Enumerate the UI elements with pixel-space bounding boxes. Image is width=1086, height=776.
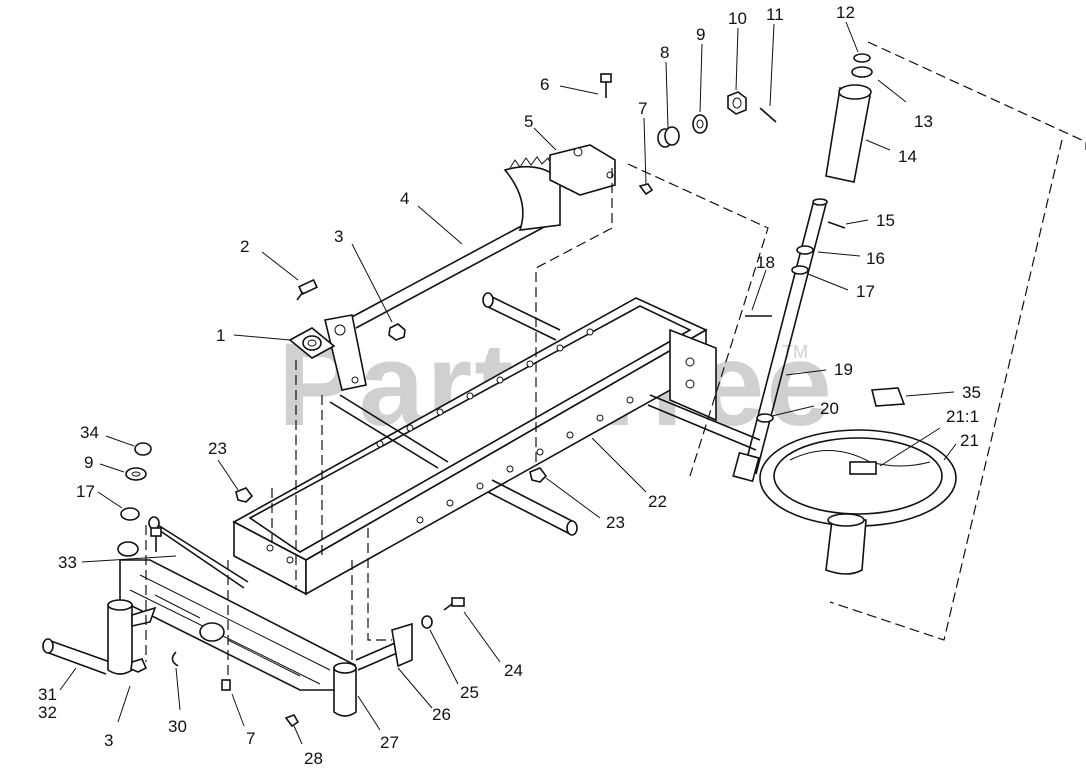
callout-11[interactable]: 11 [766,5,784,24]
washer-9-upper[interactable] [692,114,708,134]
leader-lines [59,21,957,745]
callout-25[interactable]: 25 [460,683,479,702]
steering-wheel[interactable] [759,429,957,575]
callout-15[interactable]: 15 [876,211,895,230]
nut-28[interactable] [284,714,300,728]
callout-13[interactable]: 13 [914,112,933,131]
retainer-30[interactable] [171,651,179,667]
callout-19[interactable]: 19 [834,360,853,379]
flange-bearing[interactable] [288,327,336,359]
callout-7-upper[interactable]: 7 [638,99,647,118]
callout-30[interactable]: 30 [168,717,187,736]
main-frame[interactable] [232,292,761,596]
steering-shaft[interactable] [324,215,547,391]
spindle-27[interactable] [333,662,357,717]
steering-column-19[interactable] [732,198,828,483]
callout-22[interactable]: 22 [648,492,667,511]
nut-3-lower[interactable] [130,658,148,673]
spindle-31[interactable] [42,599,157,675]
nut-23-center[interactable] [529,467,548,483]
screw-7-upper[interactable] [638,183,654,196]
bolt-6[interactable] [600,73,612,98]
callout-31[interactable]: 31 [38,685,57,704]
washer-17-upper[interactable] [791,265,809,275]
callout-23-center[interactable]: 23 [606,513,625,532]
tie-rod-33[interactable] [148,516,249,589]
callout-9-upper[interactable]: 9 [696,25,705,44]
callout-20[interactable]: 20 [820,399,839,418]
callout-21[interactable]: 21 [960,431,979,450]
washer-13[interactable] [851,66,873,78]
bolt-lower-grease[interactable] [150,527,162,552]
callout-12[interactable]: 12 [836,3,855,22]
callout-10[interactable]: 10 [728,9,747,28]
castle-nut-10[interactable] [727,91,747,115]
callout-35[interactable]: 35 [962,383,981,402]
decal-35[interactable] [870,387,906,407]
callout-26[interactable]: 26 [432,705,451,724]
callout-7-lower[interactable]: 7 [246,729,255,748]
washer-34[interactable] [134,442,152,456]
screw-24[interactable] [443,597,465,611]
washer-17-lower[interactable] [120,507,140,521]
callout-17-upper[interactable]: 17 [856,282,875,301]
sector-gear[interactable] [503,144,616,231]
callout-14[interactable]: 14 [898,147,917,166]
roll-pin-15[interactable] [827,221,846,229]
bushing-8[interactable] [657,126,680,148]
callout-16[interactable]: 16 [866,249,885,268]
callout-8[interactable]: 8 [660,43,669,62]
callout-3-lower[interactable]: 3 [104,731,113,750]
callout-17-lower[interactable]: 17 [76,482,95,501]
callout-1[interactable]: 1 [216,326,225,345]
cap-12[interactable] [853,53,871,63]
washer-9-lower[interactable] [125,467,147,481]
callout-2[interactable]: 2 [240,237,249,256]
cotter-pin-11[interactable] [759,107,777,123]
column-cover-14[interactable] [825,84,872,183]
screw-7-lower[interactable] [221,679,231,691]
pivot-bolt-26[interactable] [355,622,413,671]
bolt-2[interactable] [296,278,319,301]
nut-3-upper[interactable] [388,323,406,341]
callout-3-upper[interactable]: 3 [334,227,343,246]
callout-34[interactable]: 34 [80,423,99,442]
frame-holes [266,328,695,564]
callout-27[interactable]: 27 [380,733,399,752]
bushing-16[interactable] [796,245,814,255]
callout-21-1[interactable]: 21:1 [946,407,979,426]
callout-18[interactable]: 18 [756,253,775,272]
bushing-lower[interactable] [117,541,139,557]
callout-6[interactable]: 6 [540,75,549,94]
callout-labels: 1 2 3 3 4 5 6 7 7 8 9 9 10 11 12 13 14 1… [38,3,981,768]
callout-32[interactable]: 32 [38,703,57,722]
bushing-20[interactable] [756,413,774,423]
callout-23-left[interactable]: 23 [208,439,227,458]
assembly-dashed-lines [145,41,1086,680]
washer-25[interactable] [421,615,433,629]
callout-4[interactable]: 4 [400,189,409,208]
callout-33[interactable]: 33 [58,553,77,572]
bolt-23-left[interactable] [235,487,254,503]
callout-24[interactable]: 24 [504,661,523,680]
callout-9-lower[interactable]: 9 [84,453,93,472]
callout-28[interactable]: 28 [304,749,323,768]
callout-5[interactable]: 5 [524,112,533,131]
